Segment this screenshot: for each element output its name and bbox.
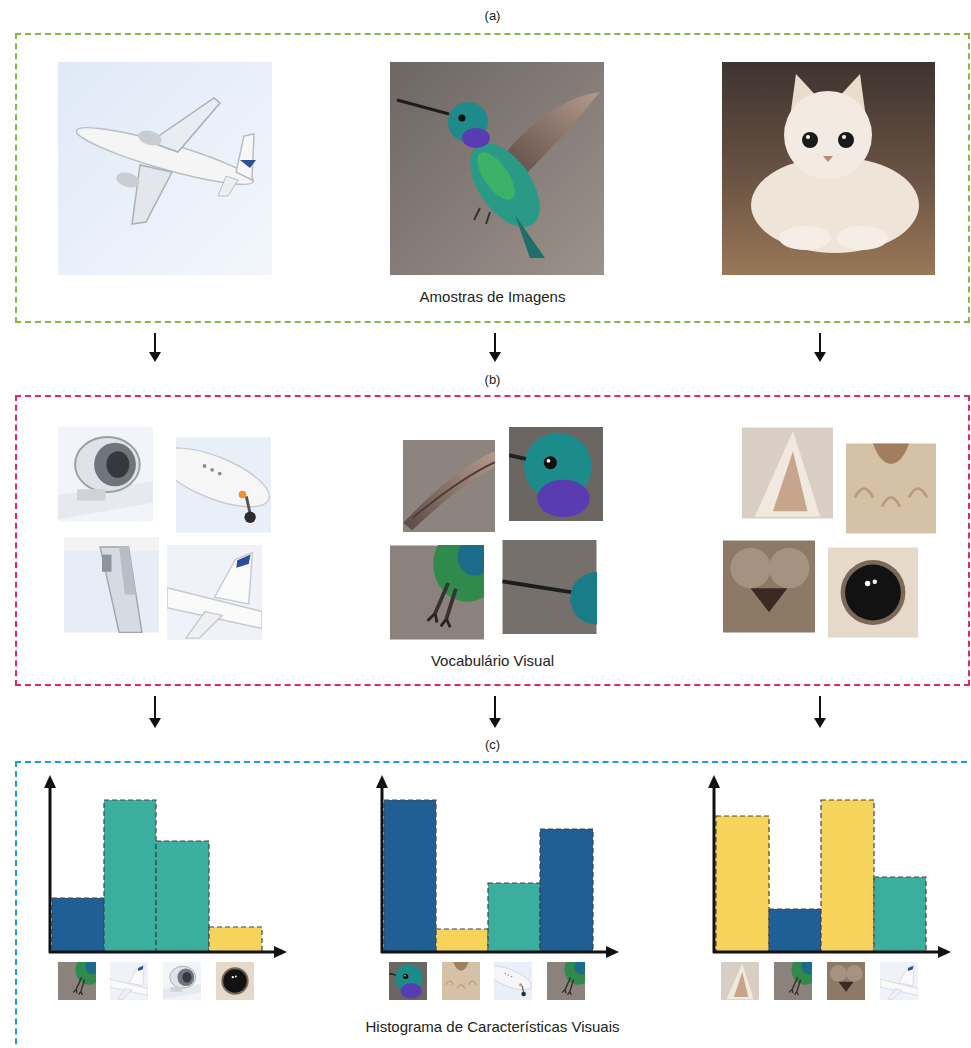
cat-photo xyxy=(722,62,935,275)
panel-letter: (a) xyxy=(15,8,970,24)
flow-arrow xyxy=(489,333,501,362)
panel: (b) Vocabulário Visual xyxy=(15,368,970,686)
panel: (a) Amostras de Imagens xyxy=(15,6,970,323)
flow-arrow xyxy=(814,333,826,362)
panel-letter: (c) xyxy=(15,737,970,753)
panel-caption: Histograma de Características Visuais xyxy=(15,1018,970,1036)
panel-caption: Vocabulário Visual xyxy=(15,652,970,670)
dashed-frame xyxy=(15,33,970,323)
flow-arrow xyxy=(814,696,826,728)
panel: (c) Histograma de Características Visuais xyxy=(15,734,971,1048)
dashed-frame xyxy=(15,761,971,1048)
airplane-photo xyxy=(58,62,272,275)
bin-thumbnails xyxy=(58,954,918,1000)
flow-arrow xyxy=(149,333,161,362)
hummingbird-photo xyxy=(390,62,604,275)
flow-arrow xyxy=(149,696,161,728)
chart-axes xyxy=(44,775,951,958)
panel-letter: (b) xyxy=(15,372,970,388)
flow-arrow xyxy=(489,696,501,728)
histogram xyxy=(52,800,926,952)
panel-caption: Amostras de Imagens xyxy=(15,288,970,306)
patch-group xyxy=(58,427,936,641)
dashed-frame xyxy=(15,395,970,686)
